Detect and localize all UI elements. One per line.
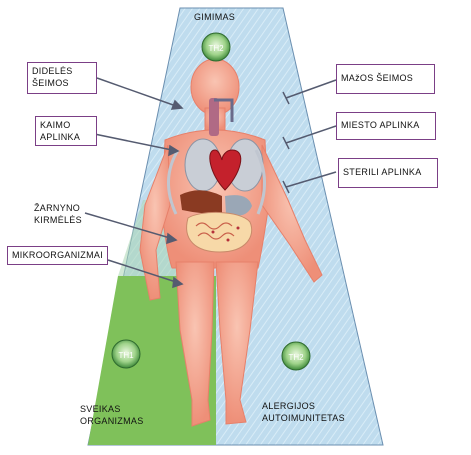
left-arrows	[74, 77, 184, 289]
large-families-label: DIDELĖS ŠEIMOS	[27, 62, 97, 94]
urban-environment-label: MIESTO APLINKA	[336, 112, 436, 140]
microorganisms-label: MIKROORGANIZMAI	[7, 246, 108, 265]
th2-cell-top: TH2	[201, 32, 231, 62]
allergy-autoimmunity-label: ALERGIJOS AUTOIMUNITETAS	[262, 401, 345, 423]
th1-cell: TH1	[111, 339, 141, 369]
th1-cell-label: TH1	[118, 351, 134, 360]
right-inhibitor-lines	[282, 79, 337, 194]
sterile-environment-label: STERILI APLINKA	[338, 158, 438, 188]
th2-cell-bottom: TH2	[281, 341, 311, 371]
th2-cell-top-label: TH2	[208, 44, 224, 53]
th2-cell-bottom-label: TH2	[288, 353, 304, 362]
healthy-organism-label: SVEIKAS ORGANIZMAS	[80, 404, 144, 426]
rural-environment-label: KAIMO APLINKA	[35, 116, 97, 146]
organs	[166, 98, 267, 253]
birth-label: GIMIMAS	[194, 12, 236, 22]
intestinal-worms-label: ŽARNYNO KIRMĖLĖS	[34, 203, 82, 225]
small-families-label: MAžOS ŠEIMOS	[336, 64, 435, 94]
